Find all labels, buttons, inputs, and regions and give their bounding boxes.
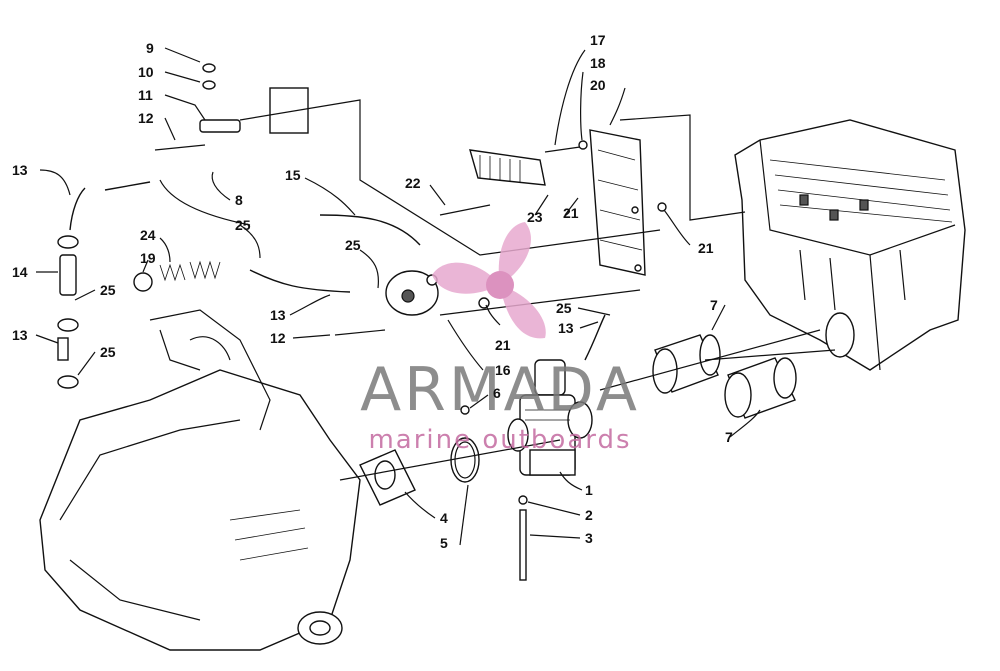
callout-21c: 21 xyxy=(495,337,511,353)
callout-12b: 12 xyxy=(270,330,286,346)
callout-24: 24 xyxy=(140,227,156,243)
callout-14: 14 xyxy=(12,264,28,280)
callout-10: 10 xyxy=(138,64,154,80)
watermark-tagline: marine outboards xyxy=(368,425,631,455)
throttle-grip xyxy=(469,149,546,186)
callout-20: 20 xyxy=(590,77,606,93)
throttle-linkage xyxy=(154,63,309,151)
logo-hub xyxy=(486,271,514,299)
watermark-brand: ARMADA xyxy=(360,355,640,425)
callout-11: 11 xyxy=(138,87,153,103)
callout-7b: 7 xyxy=(725,429,733,445)
logo-blade-left xyxy=(432,262,500,294)
callout-15: 15 xyxy=(285,167,301,183)
callout-21a: 21 xyxy=(563,205,579,221)
callout-16: 16 xyxy=(495,362,511,378)
callout-17: 17 xyxy=(590,32,606,48)
fuel-pump xyxy=(385,270,439,316)
logo-blade-top xyxy=(498,222,531,285)
callout-leaders xyxy=(35,47,761,546)
callout-21b: 21 xyxy=(698,240,714,256)
intake-flange xyxy=(359,449,416,506)
fuel-filter xyxy=(57,235,79,389)
callout-5: 5 xyxy=(440,535,448,551)
callout-13d: 13 xyxy=(558,320,574,336)
callout-1: 1 xyxy=(585,482,593,498)
center-lines xyxy=(159,99,836,481)
callout-9: 9 xyxy=(146,40,154,56)
fuel-lines xyxy=(57,181,606,581)
air-silencer-box xyxy=(734,119,966,371)
callout-25d: 25 xyxy=(345,237,361,253)
callout-25e: 25 xyxy=(556,300,572,316)
carburetor xyxy=(507,359,593,476)
callout-22: 22 xyxy=(405,175,421,191)
engine-block xyxy=(39,309,361,651)
callout-13c: 13 xyxy=(270,307,286,323)
callout-4: 4 xyxy=(440,510,448,526)
callout-18: 18 xyxy=(590,55,606,71)
mounting-bracket xyxy=(589,129,646,276)
callout-8: 8 xyxy=(235,192,243,208)
logo-blade-right xyxy=(500,285,546,339)
intake-boot-upper xyxy=(652,334,721,394)
spring-kit xyxy=(133,260,221,292)
callout-3: 3 xyxy=(585,530,593,546)
callout-13b: 13 xyxy=(12,327,28,343)
intake-boot-lower xyxy=(724,357,797,419)
propeller-logo xyxy=(432,222,546,339)
callout-25c: 25 xyxy=(235,217,251,233)
callout-25b: 25 xyxy=(100,344,116,360)
callout-labels: 9 10 11 12 13 8 14 25 13 25 15 25 24 19 … xyxy=(12,32,733,551)
callout-13a: 13 xyxy=(12,162,28,178)
callout-2: 2 xyxy=(585,507,593,523)
callout-12a: 12 xyxy=(138,110,154,126)
watermark: ARMADA marine outboards xyxy=(360,222,640,455)
callout-25a: 25 xyxy=(100,282,116,298)
callout-7a: 7 xyxy=(710,297,718,313)
callout-19: 19 xyxy=(140,250,156,266)
callout-6: 6 xyxy=(493,385,501,401)
callout-23: 23 xyxy=(527,209,543,225)
